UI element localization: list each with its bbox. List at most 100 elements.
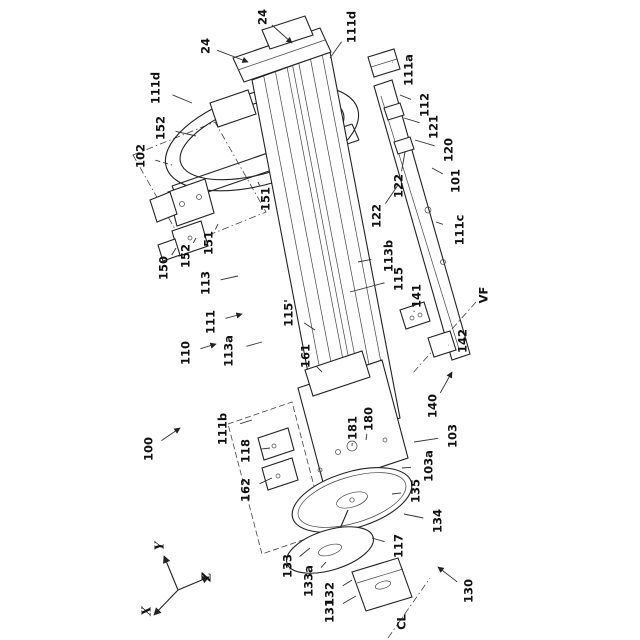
bracket-hole-1 [179, 201, 185, 207]
leader-135 [391, 492, 402, 495]
ref-label-132: 132 [323, 582, 337, 606]
leader-111 [225, 312, 243, 319]
leader-180 [365, 433, 368, 441]
gearbox-bolt-1 [335, 449, 341, 455]
ring-mount-box [209, 89, 257, 128]
ref-label-117: 117 [392, 534, 406, 558]
roller-2 [393, 136, 415, 155]
leader-103 [413, 437, 439, 443]
ref-label-180: 180 [362, 407, 376, 431]
ref-label-Z: Z [200, 571, 214, 582]
ref-label-112: 112 [418, 93, 432, 117]
ref-label-110: 110 [179, 341, 193, 365]
leader-24 [271, 24, 293, 44]
ref-label-VF: VF [477, 287, 491, 304]
rail-line-5 [321, 54, 393, 421]
ref-label-111c: 111c [453, 214, 467, 245]
box-141-hole-2 [417, 312, 423, 318]
box-131-port [374, 580, 392, 590]
bracket-hole-3 [187, 235, 193, 241]
bracket-118 [257, 427, 295, 461]
ref-label-120: 120 [442, 138, 456, 162]
disc-center [349, 497, 355, 503]
leader-150 [171, 247, 177, 256]
axis-x-arrow [153, 589, 179, 616]
ref-label-133: 133 [281, 554, 295, 578]
ref-label-118: 118 [239, 439, 253, 463]
leader-112 [399, 94, 412, 100]
leader-121 [403, 117, 420, 124]
ref-label-181: 181 [346, 416, 360, 440]
ref-label-134: 134 [431, 509, 445, 533]
bracket-162 [261, 457, 299, 491]
ref-label-CL: CL [395, 613, 409, 629]
ref-label-111d: 111d [345, 11, 359, 43]
ref-label-115: 115 [392, 267, 406, 291]
bracket-118-hole [271, 443, 277, 449]
ref-label-150: 150 [157, 256, 171, 280]
cl-centerline [387, 577, 431, 639]
leader-151 [257, 181, 261, 186]
gearbox-bolt-2 [317, 467, 323, 473]
disc-hub [336, 491, 368, 509]
ref-label-140: 140 [426, 394, 440, 418]
gearbox-boss [346, 440, 358, 452]
leader-122 [385, 184, 399, 204]
ref-label-24: 24 [199, 38, 213, 54]
ref-label-101: 101 [449, 169, 463, 193]
ref-label-X: X [140, 606, 154, 617]
box-141 [399, 301, 431, 330]
leader-151 [214, 223, 219, 230]
ref-label-Y: Y [153, 540, 167, 550]
ref-label-151: 151 [259, 187, 273, 211]
leader-118 [260, 447, 271, 450]
ref-label-113: 113 [199, 271, 213, 295]
leader-132 [342, 579, 353, 587]
gearbox-bolt-3 [382, 437, 388, 443]
leader-152 [192, 237, 197, 244]
ref-label-103a: 103a [422, 450, 436, 482]
bracket-162-hole [275, 473, 281, 479]
ref-label-152: 152 [154, 116, 168, 140]
ref-label-121: 121 [427, 115, 441, 139]
ref-label-141: 141 [410, 284, 424, 308]
ref-label-113a: 113a [222, 335, 236, 367]
leader-130 [437, 566, 458, 583]
roller-1 [383, 102, 405, 121]
leader-111c [435, 221, 444, 225]
leader-113 [220, 275, 239, 281]
ref-label-131: 131 [323, 599, 337, 623]
top-small-box [261, 15, 314, 50]
ref-label-102: 102 [134, 144, 148, 168]
ref-label-151: 151 [202, 231, 216, 255]
leader-131 [342, 595, 357, 604]
leader-113b [357, 258, 372, 263]
ref-label-122: 122 [392, 174, 406, 198]
plate-hole-1 [424, 206, 432, 214]
disc-small-hub [318, 543, 342, 557]
box-111a-edge [370, 58, 398, 68]
disc-small-outer [286, 526, 374, 574]
ref-label-142: 142 [456, 329, 470, 353]
leader-122 [401, 151, 406, 172]
ref-label-135: 135 [409, 479, 423, 503]
ref-label-162: 162 [239, 478, 253, 502]
ref-label-111d: 111d [149, 72, 163, 104]
leader-111d [172, 94, 193, 104]
ref-label-100: 100 [142, 437, 156, 461]
ref-label-122: 122 [370, 204, 384, 228]
ref-label-103: 103 [446, 424, 460, 448]
ref-label-111: 111 [204, 310, 218, 334]
leader-111b [240, 419, 253, 425]
ref-label-111b: 111b [216, 413, 230, 445]
ref-label-115': 115' [282, 299, 296, 327]
bracket-d [157, 238, 181, 262]
leader-140 [439, 371, 453, 394]
leader-115 [349, 282, 385, 293]
top-cap-edge [237, 39, 326, 71]
leader-115' [303, 322, 316, 331]
leader-120 [414, 139, 435, 147]
